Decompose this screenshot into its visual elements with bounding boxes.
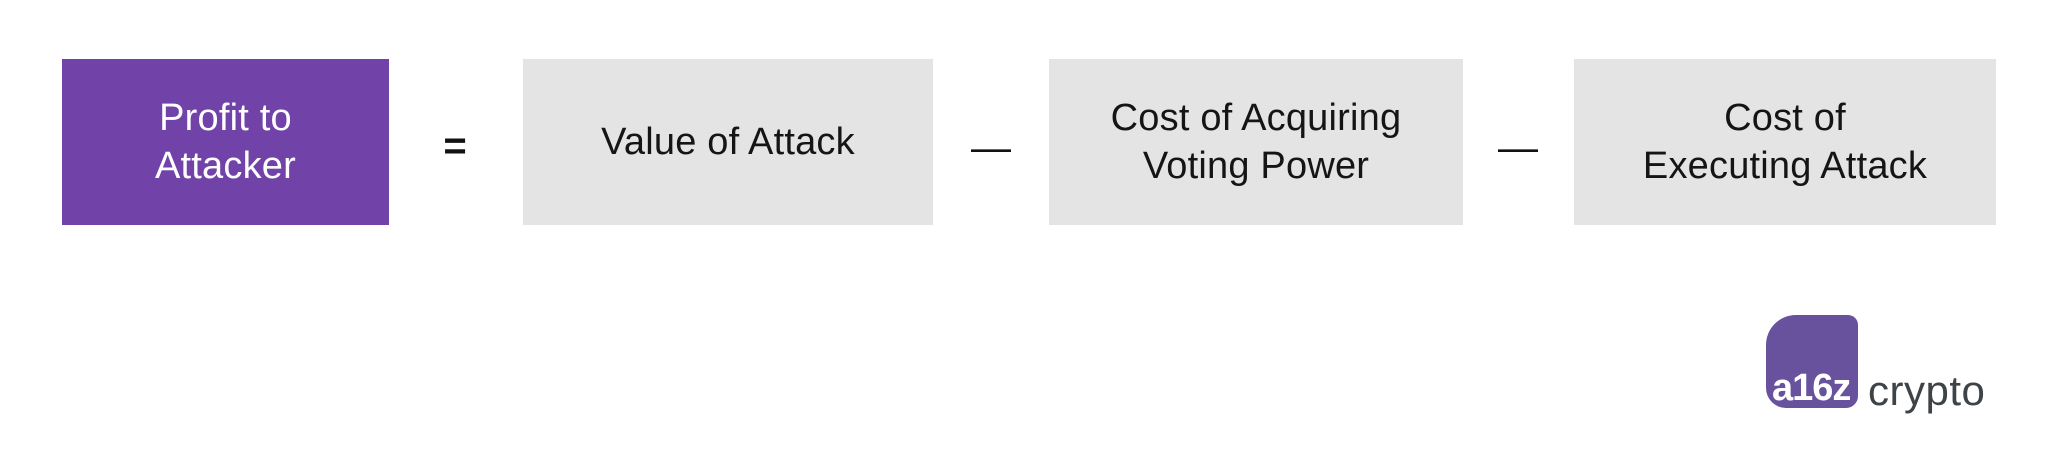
a16z-logo-text: a16z — [1772, 366, 1851, 409]
cost-of-acquiring-voting-power-box: Cost of Acquiring Voting Power — [1049, 59, 1463, 225]
a16z-crypto-logo: a16z crypto — [1766, 315, 1985, 412]
minus-operator-2: — — [1498, 125, 1538, 170]
profit-to-attacker-box: Profit to Attacker — [62, 59, 389, 225]
cost-of-executing-attack-box: Cost of Executing Attack — [1574, 59, 1996, 225]
crypto-wordmark: crypto — [1868, 367, 1986, 414]
cost-of-executing-line-1: Cost of — [1724, 97, 1846, 139]
minus-operator-1: — — [971, 125, 1011, 170]
cost-of-acquiring-line-1: Cost of Acquiring — [1110, 97, 1402, 139]
equals-operator: = — [443, 123, 467, 168]
cost-of-acquiring-line-2: Voting Power — [1142, 145, 1370, 187]
a16z-logo-mark-icon: a16z — [1766, 315, 1858, 408]
cost-of-executing-line-2: Executing Attack — [1642, 145, 1928, 187]
value-of-attack-line-1: Value of Attack — [601, 121, 855, 163]
value-of-attack-box: Value of Attack — [523, 59, 933, 225]
profit-to-attacker-line-2: Attacker — [155, 145, 296, 187]
profit-to-attacker-line-1: Profit to — [159, 97, 292, 139]
